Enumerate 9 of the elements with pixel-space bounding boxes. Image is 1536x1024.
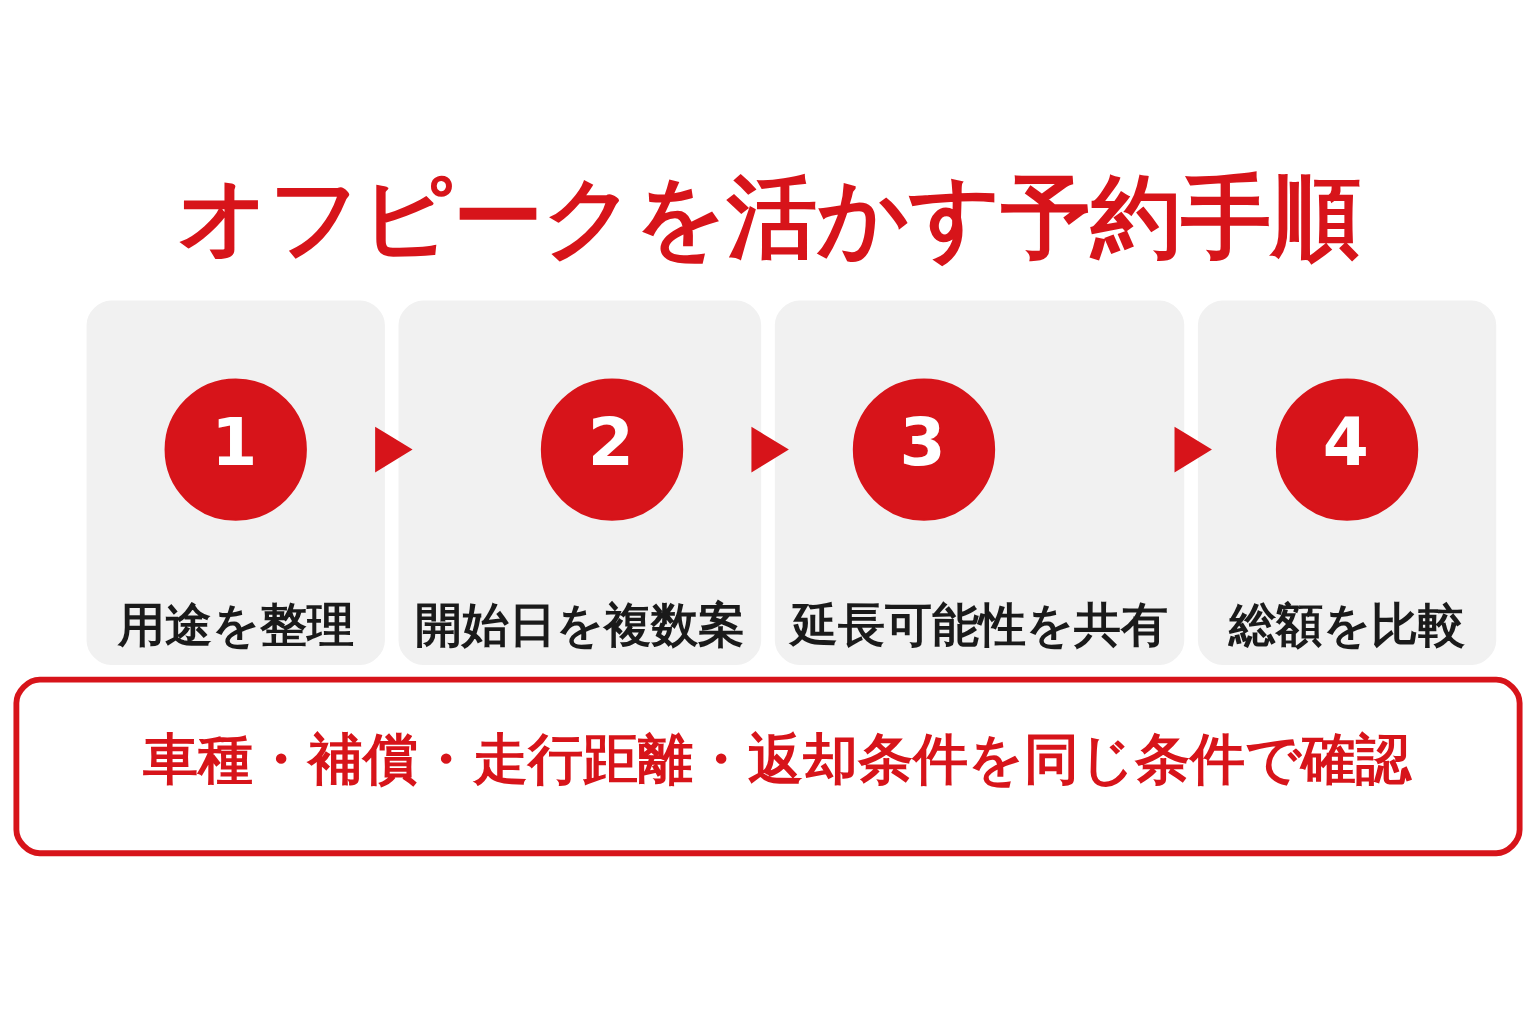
- node-circle: 3: [852, 378, 996, 521]
- node-circle: 2: [540, 378, 684, 521]
- arrow: [751, 426, 789, 473]
- diagram-title: オフピークを活かす予約手順: [177, 165, 1362, 270]
- node-circle: 4: [1275, 378, 1419, 521]
- arrow: [375, 426, 413, 473]
- node-box: 車種・補償・走行距離・返却条件を同じ条件で確認: [13, 676, 1523, 857]
- node-circle: 1: [164, 378, 307, 521]
- arrow: [1174, 426, 1212, 473]
